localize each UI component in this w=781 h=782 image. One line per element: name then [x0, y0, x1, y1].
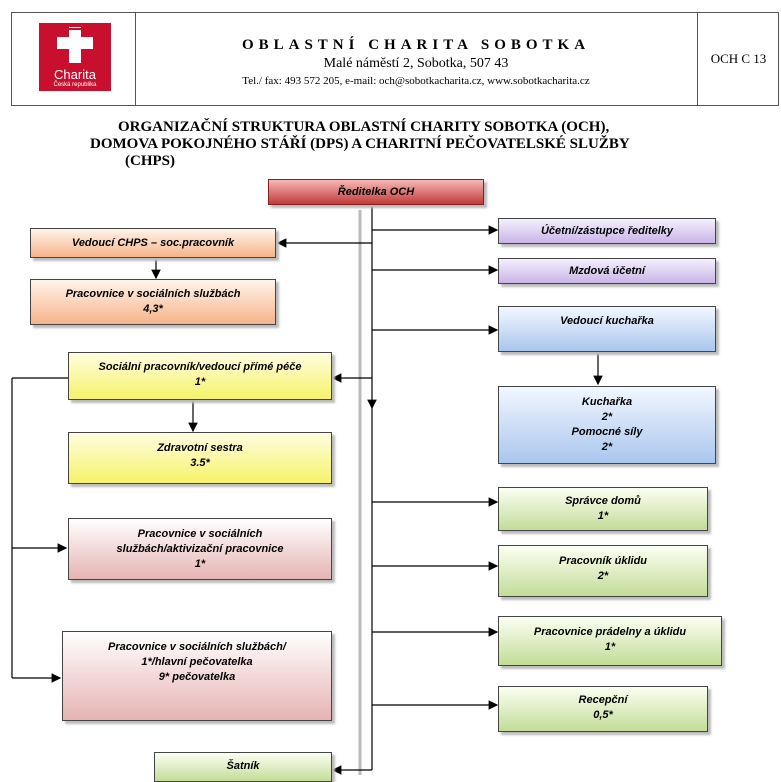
chps-workers-box: Pracovnice v sociálních službách 4,3*	[30, 279, 276, 325]
kitchen-helpers-label: Pomocné síly	[571, 426, 643, 438]
chps-workers-label: Pracovnice v sociálních službách	[65, 288, 241, 300]
payroll-box: Mzdová účetní	[498, 258, 716, 284]
laundry-count: 1*	[604, 641, 616, 653]
social-worker-count: 1*	[194, 376, 206, 388]
head-cook-box: Vedoucí kuchařka	[498, 306, 716, 352]
wardrobe-box: Šatník	[154, 752, 332, 782]
kitchen-cook-count: 2*	[601, 411, 613, 423]
cleaner-count: 2*	[597, 570, 609, 582]
caretaker-count: 1*	[597, 510, 609, 522]
laundry-box: Pracovnice prádelny a úklidu 1*	[498, 616, 722, 666]
care-label-2: 1*/hlavní pečovatelka	[141, 656, 253, 668]
kitchen-helpers-count: 2*	[601, 441, 613, 453]
accountant-box: Účetní/zástupce ředitelky	[498, 218, 716, 244]
kitchen-cook-label: Kuchařka	[581, 396, 633, 408]
logo-word: Charita	[54, 67, 96, 82]
organization-address: Malé náměstí 2, Sobotka, 507 43	[323, 56, 509, 71]
reception-count: 0,5*	[593, 709, 613, 721]
nurse-box: Zdravotní sestra 3.5*	[68, 432, 332, 484]
cleaner-label: Pracovník úklidu	[558, 555, 648, 567]
logo-cell: Charita Česká republika	[12, 13, 136, 105]
activation-label-2: službách/aktivizační pracovnice	[116, 543, 284, 555]
chps-head-label: Vedoucí CHPS – soc.pracovník	[71, 237, 235, 249]
organization-name: OBLASTNÍ CHARITA SOBOTKA	[241, 37, 591, 53]
activation-box: Pracovnice v sociálních službách/aktiviz…	[68, 518, 332, 580]
care-label-1: Pracovnice v sociálních službách/	[108, 641, 286, 653]
activation-label-1: Pracovnice v sociálních	[137, 528, 263, 540]
laundry-label: Pracovnice prádelny a úklidu	[533, 626, 687, 638]
document-code: OCH C 13	[697, 13, 779, 105]
logo-subtext: Česká republika	[53, 82, 97, 88]
director-label: Ředitelka OCH	[337, 186, 415, 198]
director-box: Ředitelka OCH	[268, 179, 484, 205]
care-label-3: 9* pečovatelka	[158, 671, 236, 683]
social-worker-label: Sociální pracovník/vedoucí přímé péče	[98, 361, 302, 373]
title-line-1: ORGANIZAČNÍ STRUKTURA OBLASTNÍ CHARITY S…	[118, 119, 610, 135]
page-title: ORGANIZAČNÍ STRUKTURA OBLASTNÍ CHARITY S…	[90, 119, 750, 170]
accountant-label: Účetní/zástupce ředitelky	[540, 225, 674, 237]
organization-contact: Tel./ fax: 493 572 205, e-mail: och@sobo…	[242, 75, 590, 87]
chps-workers-count: 4,3*	[143, 303, 163, 315]
chps-head-box: Vedoucí CHPS – soc.pracovník	[30, 228, 276, 258]
caretaker-box: Správce domů 1*	[498, 487, 708, 531]
nurse-label: Zdravotní sestra	[157, 442, 243, 454]
social-worker-box: Sociální pracovník/vedoucí přímé péče 1*	[68, 352, 332, 400]
activation-count: 1*	[194, 558, 206, 570]
title-line-3: (CHPS)	[125, 153, 175, 169]
kitchen-box: Kuchařka 2* Pomocné síly 2*	[498, 386, 716, 464]
wardrobe-label: Šatník	[226, 760, 260, 772]
header-center: OBLASTNÍ CHARITA SOBOTKA Malé náměstí 2,…	[135, 13, 697, 105]
head-cook-label: Vedoucí kuchařka	[560, 315, 654, 327]
caretaker-label: Správce domů	[565, 495, 641, 507]
reception-label: Recepční	[578, 694, 628, 706]
payroll-label: Mzdová účetní	[569, 265, 645, 277]
charita-logo: Charita Česká republika	[39, 23, 111, 91]
cleaner-box: Pracovník úklidu 2*	[498, 545, 708, 597]
nurse-count: 3.5*	[190, 457, 210, 469]
title-line-2: DOMOVA POKOJNÉHO STÁŘÍ (DPS) A CHARITNÍ …	[90, 136, 630, 152]
cross-icon	[57, 27, 93, 63]
reception-box: Recepční 0,5*	[498, 686, 708, 732]
care-box: Pracovnice v sociálních službách/ 1*/hla…	[62, 631, 332, 721]
document-header: Charita Česká republika OBLASTNÍ CHARITA…	[11, 12, 779, 106]
